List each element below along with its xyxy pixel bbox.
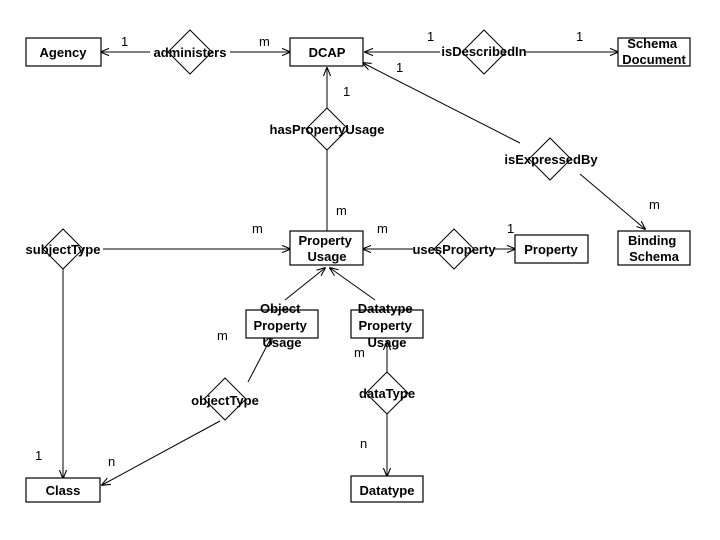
binding-schema-box xyxy=(617,230,691,266)
datatype-property-usage-line-2: Property xyxy=(358,318,412,333)
datatype-property-usage-label: Datatype Property Usage xyxy=(358,301,417,350)
card-agency-administers: 1 xyxy=(121,34,128,49)
administers-diamond xyxy=(167,29,213,75)
usesproperty-label: usesProperty xyxy=(412,242,496,257)
schema-document-line-2: Document xyxy=(622,52,686,67)
property-usage-line-2: Usage xyxy=(307,249,346,264)
administers-label: administers xyxy=(154,45,227,60)
isdescribedin-diamond xyxy=(461,29,507,75)
dcap-label: DCAP xyxy=(309,45,346,60)
dcap-box xyxy=(289,37,364,67)
card-dcap-isexpressedby: 1 xyxy=(396,60,403,75)
object-property-usage-box xyxy=(245,309,319,339)
datatype-box xyxy=(350,475,424,503)
entities: Agency DCAP Schema Document Property Usa… xyxy=(25,36,691,503)
class-box xyxy=(25,477,101,503)
card-opu-objecttype: m xyxy=(217,328,228,343)
schema-document-line-1: Schema xyxy=(627,36,678,51)
object-property-usage-line-1: Object xyxy=(260,301,301,316)
card-pu-subjecttype: m xyxy=(252,221,263,236)
datatype-label: Datatype xyxy=(360,483,415,498)
property-label: Property xyxy=(524,242,578,257)
object-property-usage-label: Object Property Usage xyxy=(253,301,310,350)
datatype-rel-label: dataType xyxy=(359,386,415,401)
edge-dpu-pu xyxy=(330,268,376,301)
object-property-usage-line-3: Usage xyxy=(262,335,301,350)
relationships: administers isDescribedIn hasPropertyUsa… xyxy=(26,29,598,421)
isexpressedby-label: isExpressedBy xyxy=(504,152,598,167)
property-usage-box xyxy=(289,230,364,266)
cardinalities: 1 m 1 1 1 1 m m m m 1 m m 1 n n xyxy=(35,29,660,469)
edge-opu-pu xyxy=(284,268,325,301)
card-dcap-administers: m xyxy=(259,34,270,49)
edge-objecttype-class xyxy=(102,420,221,485)
isdescribedin-label: isDescribedIn xyxy=(441,44,526,59)
schema-document-box xyxy=(617,37,691,67)
agency-label: Agency xyxy=(40,45,88,60)
datatype-property-usage-line-1: Datatype xyxy=(358,301,413,316)
isexpressedby-diamond xyxy=(528,137,572,181)
binding-schema-line-1: Binding xyxy=(628,233,676,248)
card-dcap-isdescribedin: 1 xyxy=(427,29,434,44)
objecttype-label: objectType xyxy=(191,393,259,408)
haspropertyusage-label: hasPropertyUsage xyxy=(270,122,385,137)
edge-isexpressedby-binding xyxy=(579,173,645,229)
card-dpu-datatype: m xyxy=(354,345,365,360)
agency-box xyxy=(25,37,102,67)
binding-schema-label: Binding Schema xyxy=(628,233,680,264)
card-datatype-datatype: n xyxy=(360,436,367,451)
property-usage-line-1: Property xyxy=(298,233,352,248)
property-box xyxy=(514,234,589,264)
schema-document-label: Schema Document xyxy=(622,36,686,67)
binding-schema-line-2: Schema xyxy=(629,249,680,264)
card-dcap-haspropertyusage: 1 xyxy=(343,84,350,99)
haspropertyusage-diamond xyxy=(305,107,349,151)
edge-dcap-isexpressedby xyxy=(363,63,521,144)
card-schema-isdescribedin: 1 xyxy=(576,29,583,44)
card-binding-isexpressedby: m xyxy=(649,197,660,212)
connectors xyxy=(63,52,645,485)
edge-opu-objecttype xyxy=(247,336,272,383)
datatype-property-usage-box xyxy=(350,309,424,339)
objecttype-diamond xyxy=(203,377,247,421)
card-pu-haspropertyusage: m xyxy=(336,203,347,218)
datatype-rel-diamond xyxy=(365,371,409,415)
object-property-usage-line-2: Property xyxy=(253,318,307,333)
subjecttype-label: subjectType xyxy=(26,242,101,257)
card-class-subjecttype: 1 xyxy=(35,448,42,463)
card-class-objecttype: n xyxy=(108,454,115,469)
subjecttype-diamond xyxy=(42,228,84,270)
property-usage-label: Property Usage xyxy=(298,233,355,264)
card-property-usesproperty: 1 xyxy=(507,221,514,236)
datatype-property-usage-line-3: Usage xyxy=(367,335,406,350)
usesproperty-diamond xyxy=(433,228,475,270)
card-pu-usesproperty: m xyxy=(377,221,388,236)
class-label: Class xyxy=(46,483,81,498)
